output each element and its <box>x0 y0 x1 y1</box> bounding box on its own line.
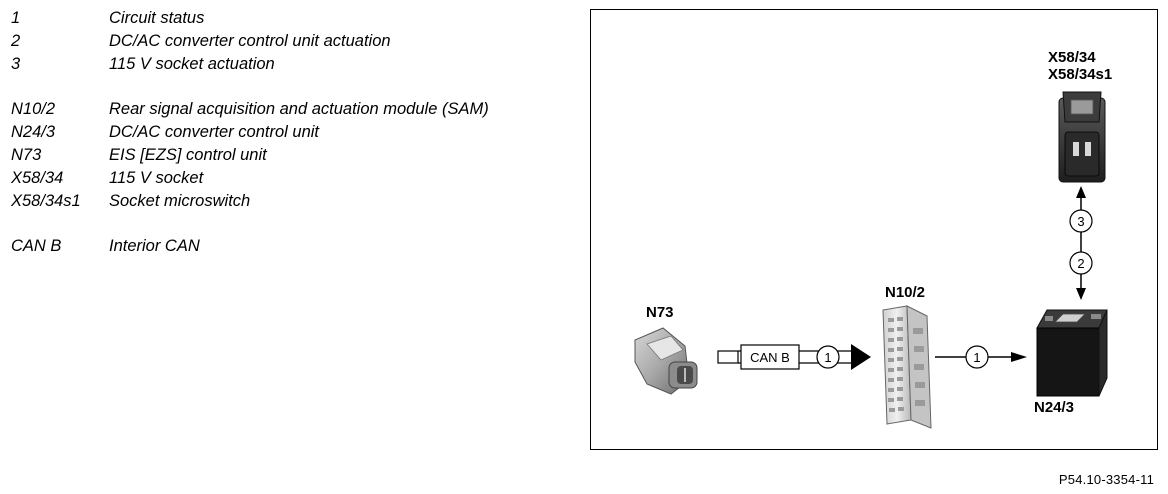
legend-code: X58/34s1 <box>11 192 81 210</box>
legend-code: N10/2 <box>11 100 56 118</box>
n73-label: N73 <box>646 304 674 321</box>
legend-desc: Rear signal acquisition and actuation mo… <box>109 100 489 118</box>
legend-desc: EIS [EZS] control unit <box>109 146 267 164</box>
x58-34-label: X58/34 <box>1048 49 1096 66</box>
legend-row: N24/3 DC/AC converter control unit <box>11 121 489 144</box>
legend-code: 3 <box>11 55 21 73</box>
can-b-box <box>740 344 800 370</box>
dc-ac-converter-icon <box>1036 309 1108 397</box>
legend-code: X58/34 <box>11 169 64 187</box>
figure-reference: P54.10-3354-11 <box>1058 472 1154 487</box>
legend-row: N73 EIS [EZS] control unit <box>11 144 489 167</box>
can-b-bus: CAN B 1 <box>717 344 871 370</box>
circuit-status-marker <box>965 345 989 369</box>
legend-desc: 115 V socket actuation <box>109 55 275 73</box>
arrow-down-icon <box>1076 288 1086 300</box>
legend-row: X58/34 115 V socket <box>11 167 489 190</box>
n10-2-label: N10/2 <box>885 284 925 301</box>
legend-code: CAN B <box>11 237 62 255</box>
eis-control-unit-icon <box>634 327 698 395</box>
legend-row: 1 Circuit status <box>11 7 489 30</box>
arrow-head-icon <box>1011 352 1027 362</box>
legend-row: N10/2 Rear signal acquisition and actuat… <box>11 98 489 121</box>
legend-code: 1 <box>11 9 21 27</box>
socket-actuation-line: 3 2 <box>1069 186 1093 300</box>
circuit-status-marker <box>816 345 840 369</box>
can-marker-number: 1 <box>824 350 831 365</box>
legend-desc: Circuit status <box>109 9 205 27</box>
legend-row: 2 DC/AC converter control unit actuation <box>11 30 489 53</box>
legend-spacer <box>11 76 489 98</box>
legend-desc: Interior CAN <box>109 237 200 255</box>
converter-actuation-marker <box>1069 251 1093 275</box>
legend-spacer <box>11 213 489 235</box>
can-b-label: CAN B <box>750 350 790 365</box>
socket-115v-icon <box>1058 91 1106 183</box>
x58-34s1-label: X58/34s1 <box>1048 66 1112 83</box>
circuit-status-line: 1 <box>935 345 1027 369</box>
socket-actuation-marker <box>1069 209 1093 233</box>
legend: 1 Circuit status 2 DC/AC converter contr… <box>11 7 489 258</box>
legend-code: N24/3 <box>11 123 56 141</box>
can-bus-end-terminal <box>717 350 739 364</box>
n24-3-label: N24/3 <box>1034 399 1074 416</box>
converter-marker-number: 2 <box>1077 256 1084 271</box>
sam-marker-number: 1 <box>973 350 980 365</box>
legend-row: X58/34s1 Socket microswitch <box>11 190 489 213</box>
legend-row: 3 115 V socket actuation <box>11 53 489 76</box>
sam-module-icon <box>882 305 932 429</box>
legend-desc: 115 V socket <box>109 169 204 187</box>
legend-desc: Socket microswitch <box>109 192 251 210</box>
legend-code: N73 <box>11 146 42 164</box>
can-arrow-head-icon <box>851 344 871 370</box>
legend-desc: DC/AC converter control unit actuation <box>109 32 391 50</box>
socket-marker-number: 3 <box>1077 214 1084 229</box>
arrow-up-icon <box>1076 186 1086 198</box>
legend-code: 2 <box>11 32 21 50</box>
circuit-diagram: N73 N10/2 N24/3 X58/34 X58/34s1 CAN B 1 <box>634 49 1112 429</box>
diagram-frame: N73 N10/2 N24/3 X58/34 X58/34s1 CAN B 1 <box>590 9 1158 450</box>
legend-desc: DC/AC converter control unit <box>109 123 319 141</box>
legend-row: CAN B Interior CAN <box>11 235 489 258</box>
